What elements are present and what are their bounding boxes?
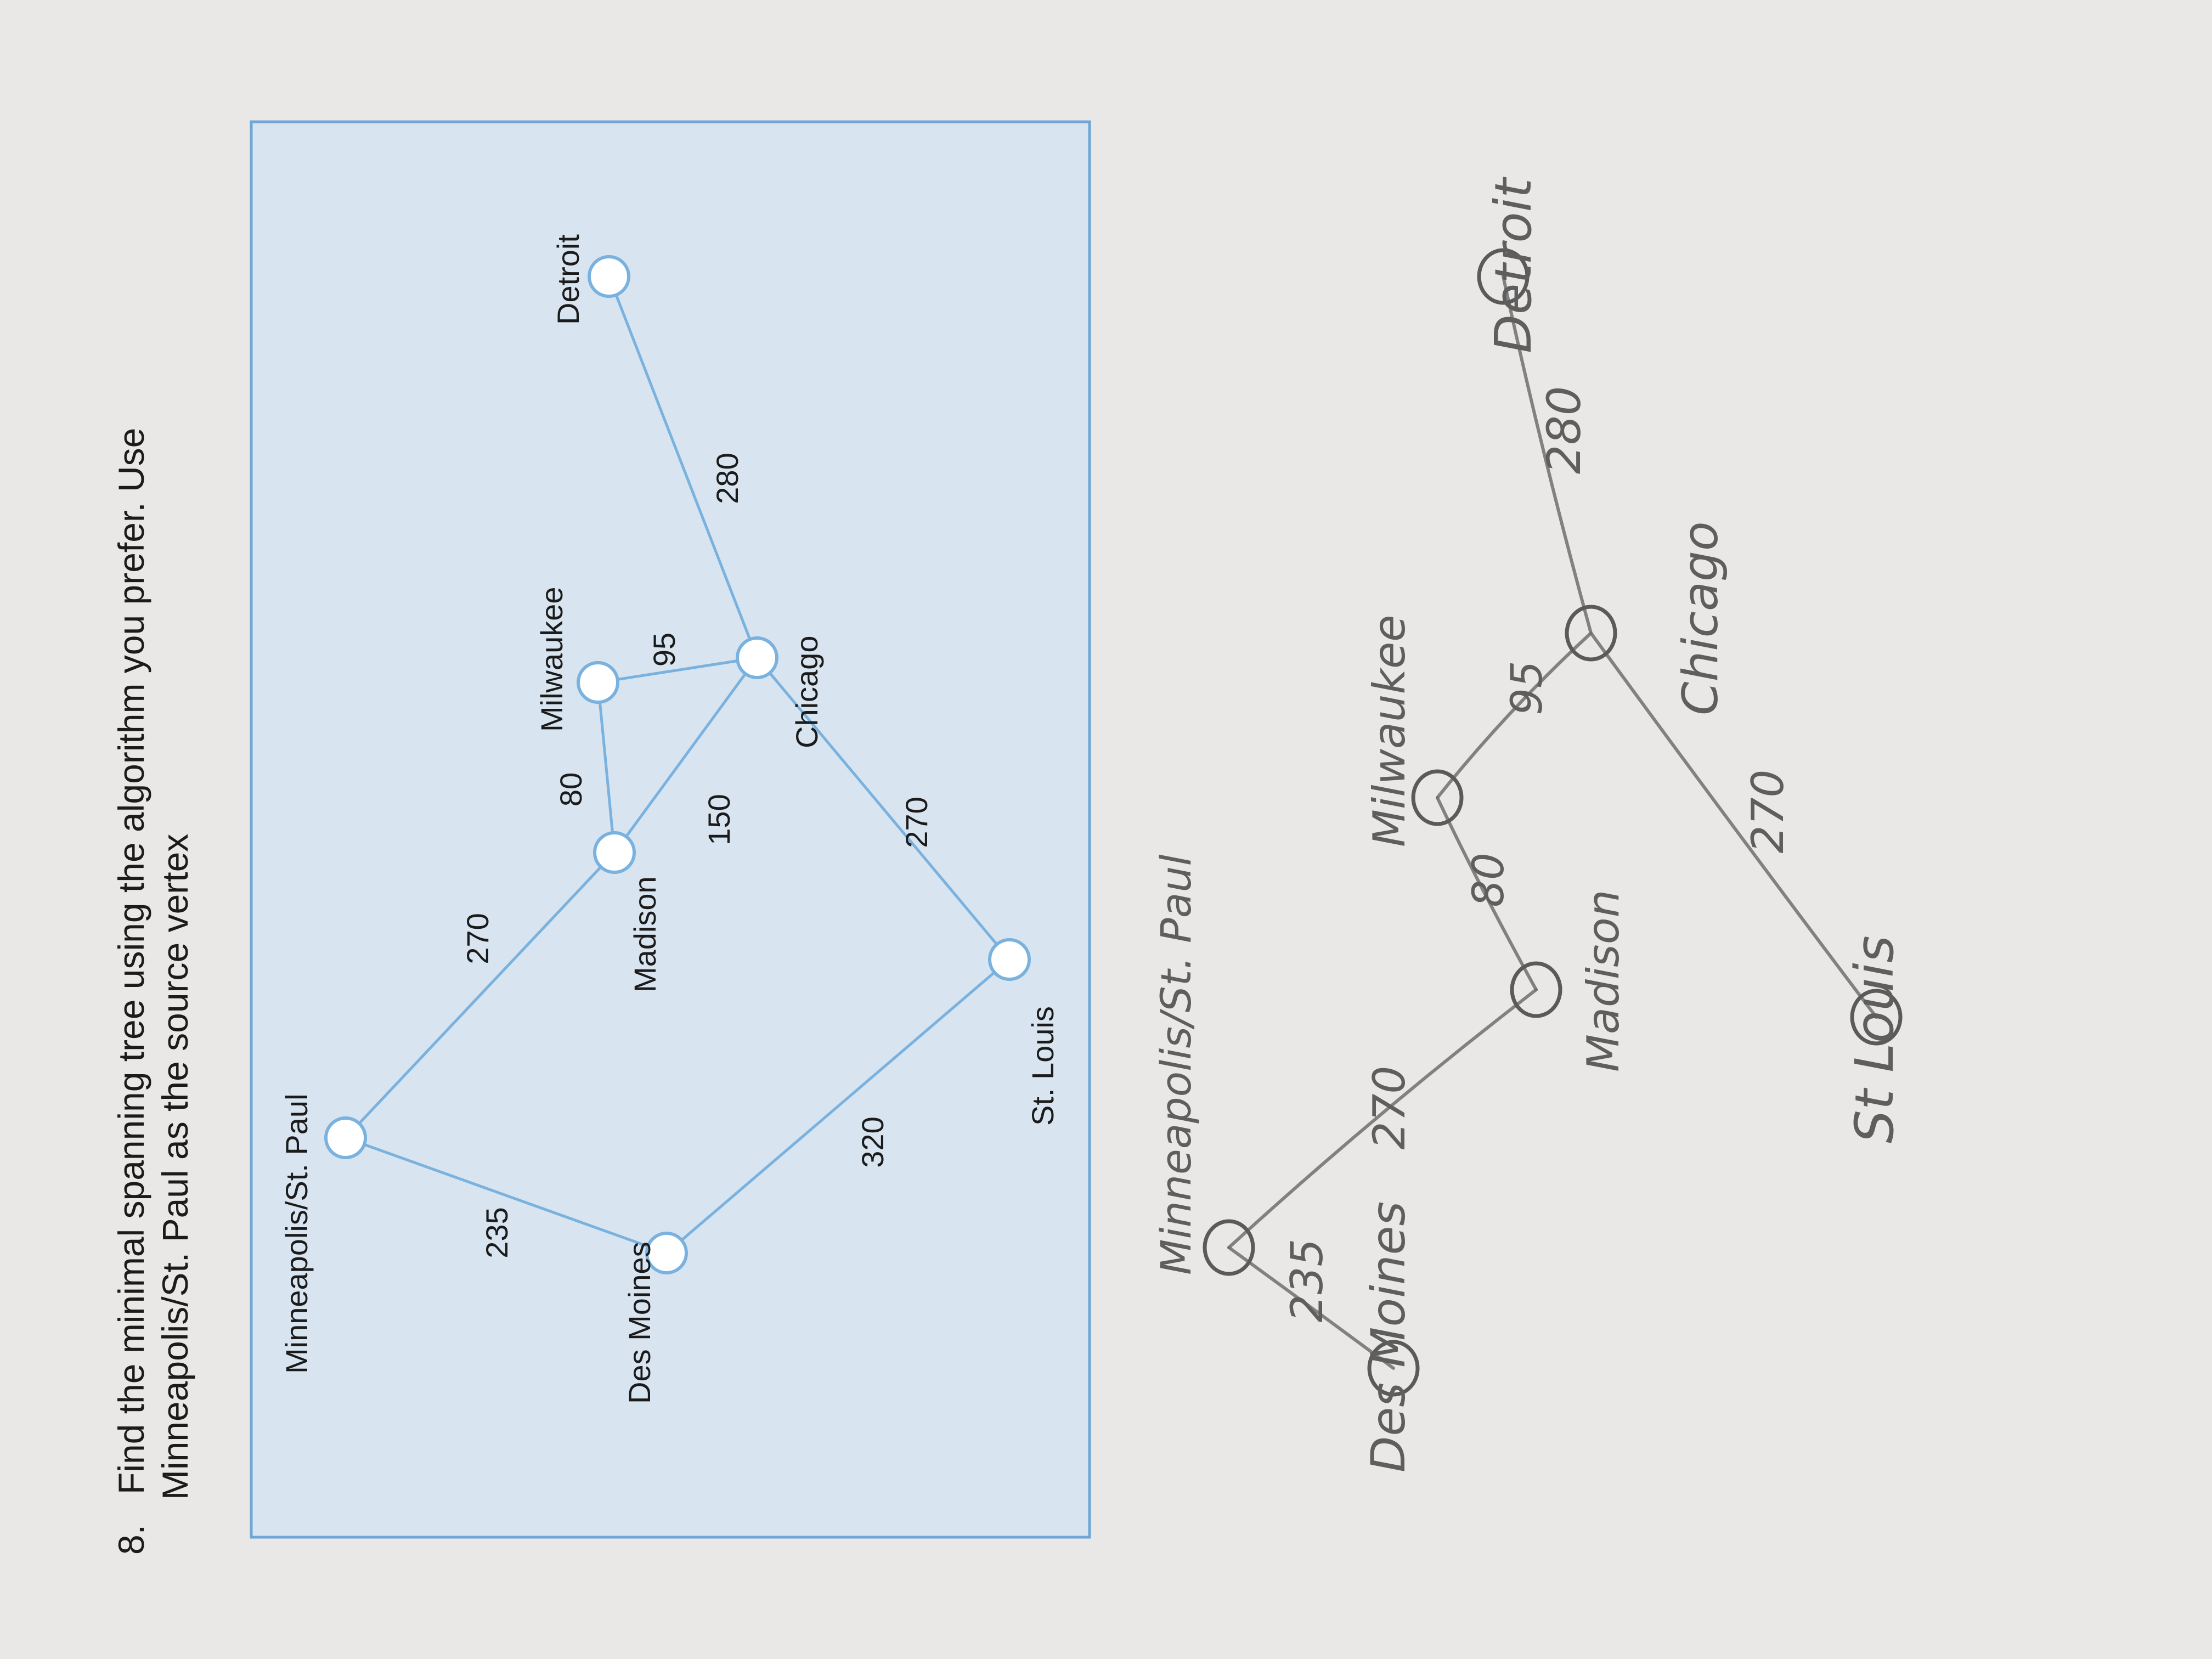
handwritten-edge-milwaukee-chicago xyxy=(1436,631,1593,799)
printed-node-label-detroit: Detroit xyxy=(551,234,585,325)
problem-number: 8. xyxy=(111,1525,151,1555)
handwritten-node-desmoines xyxy=(1367,1340,1420,1397)
printed-node-label-stlouis: St. Louis xyxy=(1025,1006,1060,1126)
handwritten-tree-nodes xyxy=(1203,248,1903,1397)
printed-edge-chicago-detroit xyxy=(607,276,759,658)
printed-edge-weight-chicago-detroit: 280 xyxy=(710,453,744,504)
handwritten-node-label-msp: Minneapolis/St. Paul xyxy=(1152,854,1200,1275)
printed-edge-weight-milwaukee-chicago: 95 xyxy=(647,633,681,667)
printed-node-detroit xyxy=(588,255,630,298)
printed-graph-edges xyxy=(345,276,1011,1255)
rotated-sheet: 8. Find the minimal spanning tree using … xyxy=(111,120,1905,1555)
handwritten-edge-msp-madison xyxy=(1227,988,1538,1249)
handwritten-node-stlouis xyxy=(1850,989,1903,1046)
handwritten-node-label-stlouis: St Louis xyxy=(1844,935,1905,1143)
printed-edge-desmoines-stlouis xyxy=(665,958,1011,1254)
handwritten-node-label-milwaukee: Milwaukee xyxy=(1364,615,1415,847)
printed-edge-weight-chicago-stlouis: 270 xyxy=(899,797,934,848)
printed-node-label-madison: Madison xyxy=(628,876,662,992)
handwritten-node-detroit xyxy=(1477,248,1530,305)
printed-edge-weight-madison-chicago: 150 xyxy=(702,794,736,845)
printed-edge-milwaukee-chicago xyxy=(597,656,758,684)
printed-node-label-msp: Minneapolis/St. Paul xyxy=(279,1093,314,1374)
printed-edge-weight-madison-milwaukee: 80 xyxy=(554,772,588,806)
printed-edge-madison-chicago xyxy=(613,657,759,854)
problem-statement: 8. Find the minimal spanning tree using … xyxy=(111,428,195,1555)
printed-node-label-desmoines: Des Moines xyxy=(622,1242,657,1404)
printed-node-label-chicago: Chicago xyxy=(789,636,824,748)
handwritten-node-label-madison: Madison xyxy=(1578,890,1629,1072)
handwritten-node-msp xyxy=(1203,1219,1255,1276)
printed-node-stlouis xyxy=(988,938,1031,981)
handwritten-edge-weight-msp-desmoines: 235 xyxy=(1282,1239,1333,1323)
printed-node-milwaukee xyxy=(577,661,619,704)
handwritten-edge-weight-chicago-stlouis: 270 xyxy=(1742,770,1793,854)
printed-edge-weight-desmoines-stlouis: 320 xyxy=(855,1116,890,1167)
handwritten-edge-weight-milwaukee-chicago: 95 xyxy=(1503,661,1552,715)
problem-line-2: Minneapolis/St. Paul as the source verte… xyxy=(155,834,195,1500)
handwritten-node-chicago xyxy=(1565,605,1617,662)
printed-edge-madison-milwaukee xyxy=(596,682,616,853)
printed-edge-msp-madison xyxy=(345,851,616,1139)
handwritten-edge-weight-chicago-detroit: 280 xyxy=(1537,386,1591,474)
handwritten-node-label-detroit: Detroit xyxy=(1484,177,1543,353)
printed-node-chicago xyxy=(736,636,778,679)
printed-node-madison xyxy=(593,831,636,874)
printed-edge-chicago-stlouis xyxy=(756,657,1011,961)
printed-edge-msp-desmoines xyxy=(345,1136,667,1255)
handwritten-node-milwaukee xyxy=(1411,769,1464,826)
handwritten-edge-weight-madison-milwaukee: 80 xyxy=(1464,853,1514,907)
printed-edge-weight-msp-desmoines: 235 xyxy=(479,1207,514,1258)
handwritten-node-label-desmoines: Des Moines xyxy=(1361,1201,1416,1472)
handwritten-node-label-chicago: Chicago xyxy=(1672,521,1729,715)
printed-graph-nodes xyxy=(324,255,1031,1274)
printed-edge-weight-msp-madison: 270 xyxy=(460,913,495,964)
handwritten-node-madison xyxy=(1510,961,1562,1018)
handwritten-edge-chicago-stlouis xyxy=(1589,631,1878,1019)
graph-box xyxy=(250,120,1091,1539)
handwritten-edge-weight-msp-madison: 270 xyxy=(1364,1066,1415,1150)
printed-node-msp xyxy=(324,1116,367,1159)
printed-node-label-milwaukee: Milwaukee xyxy=(534,586,569,732)
printed-node-desmoines xyxy=(645,1232,688,1274)
problem-line-1: Find the minimal spanning tree using the… xyxy=(111,428,151,1494)
handwritten-edge-chicago-detroit xyxy=(1502,275,1593,635)
